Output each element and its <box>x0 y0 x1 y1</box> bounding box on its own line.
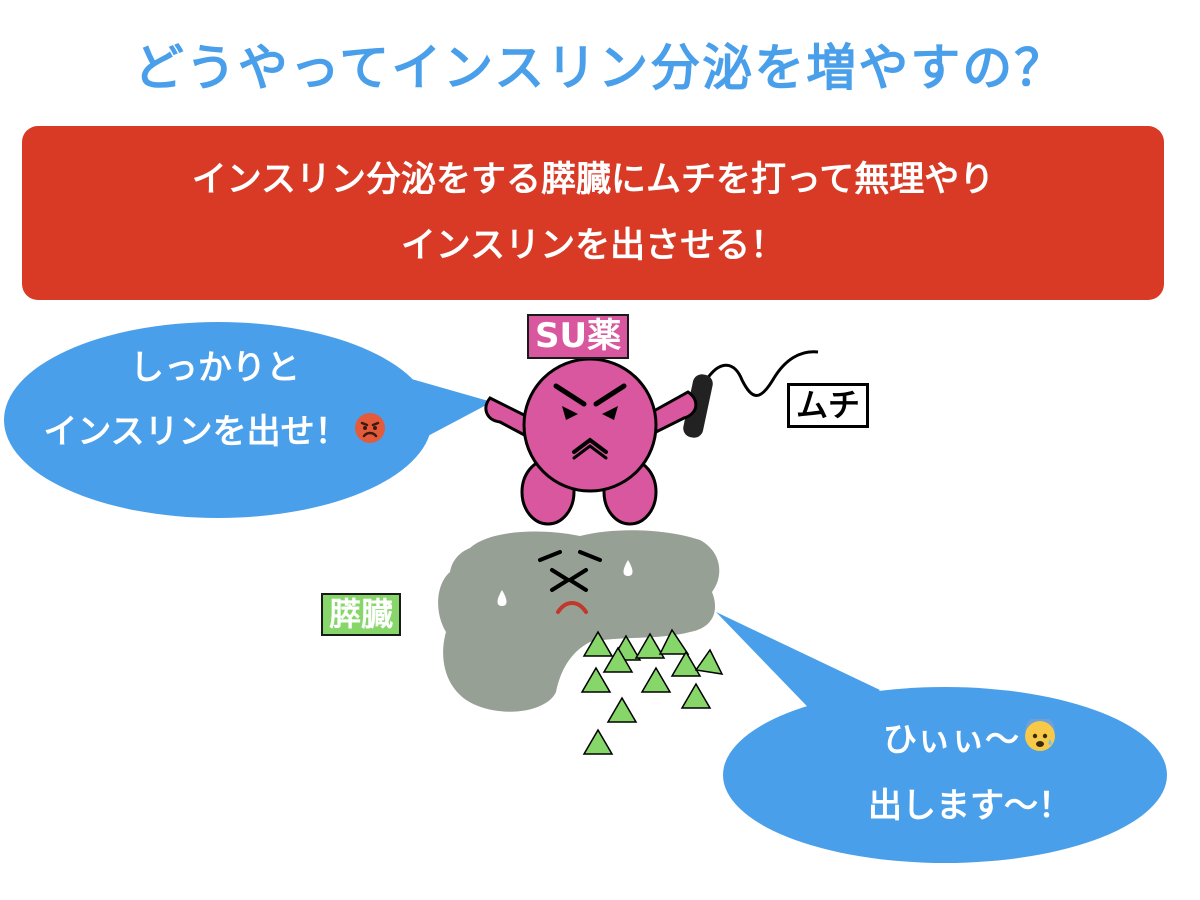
insulin-particles <box>580 628 724 755</box>
explanation-banner: インスリン分泌をする膵臓にムチを打って無理やり インスリンを出させる！ <box>22 126 1164 300</box>
banner-line-1: インスリン分泌をする膵臓にムチを打って無理やり <box>191 160 995 200</box>
pancreas-label: 膵臓 <box>321 593 402 637</box>
speech-right-line-1: ひぃぃ〜 <box>883 720 1019 760</box>
whip-icon <box>683 350 819 438</box>
speech-right-line-2: 出します〜！ <box>868 785 1072 826</box>
speech-bubble-right <box>716 612 1167 863</box>
whip-label: ムチ <box>787 383 870 429</box>
su-drug-label: SU薬 <box>527 314 630 360</box>
pancreas-character <box>438 530 720 712</box>
su-drug-character <box>484 357 698 526</box>
speech-left-line-1: しっかりと <box>130 348 300 388</box>
speech-left-line-2: インスリンを出せ！ <box>43 412 349 452</box>
speech-bubble-left <box>4 322 492 518</box>
anxious-face-icon <box>1023 710 1057 774</box>
speech-text-left: しっかりと インスリンを出せ！ <box>0 336 430 466</box>
banner-line-2: インスリンを出させる！ <box>400 226 786 266</box>
speech-text-right: ひぃぃ〜 出します〜！ <box>780 708 1160 838</box>
page-title: どうやってインスリン分泌を増やすの？ <box>133 39 1067 97</box>
angry-face-icon <box>353 402 387 466</box>
speech-left-line-2-row: インスリンを出せ！ <box>0 400 430 466</box>
speech-right-line-1-row: ひぃぃ〜 <box>780 708 1160 774</box>
